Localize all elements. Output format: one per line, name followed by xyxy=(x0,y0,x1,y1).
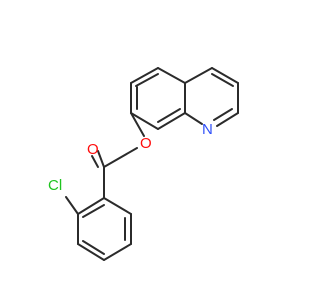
bond xyxy=(157,67,186,84)
ester-linkage xyxy=(91,112,145,199)
structure-diagram: O O N Cl xyxy=(0,0,300,300)
bond xyxy=(184,112,203,125)
bond xyxy=(97,150,105,168)
bond xyxy=(103,147,138,168)
atom-label-chlorine: Cl xyxy=(48,177,62,194)
bond xyxy=(103,243,132,261)
bond xyxy=(82,240,105,255)
bond xyxy=(82,204,105,218)
quinoline-ring xyxy=(130,67,239,130)
atom-label-carbonyl-oxygen: O xyxy=(87,141,99,158)
bond xyxy=(211,67,239,84)
bond xyxy=(213,108,233,121)
bond xyxy=(65,196,79,215)
bond xyxy=(77,243,105,261)
bond xyxy=(157,112,186,130)
bond xyxy=(184,67,213,84)
molecule-canvas: O O N Cl xyxy=(0,0,300,300)
bond xyxy=(91,155,99,168)
bond xyxy=(157,108,181,123)
bond xyxy=(103,197,132,215)
chlorobenzene-ring xyxy=(65,196,132,261)
atom-label-ester-oxygen: O xyxy=(140,135,152,152)
background xyxy=(0,0,300,300)
bond xyxy=(130,67,159,84)
atom-label-nitrogen: N xyxy=(202,121,213,138)
bond xyxy=(77,197,105,215)
bond xyxy=(130,112,159,130)
bond xyxy=(135,73,159,87)
bond xyxy=(130,112,145,137)
bond xyxy=(216,112,239,127)
bond xyxy=(211,73,234,87)
